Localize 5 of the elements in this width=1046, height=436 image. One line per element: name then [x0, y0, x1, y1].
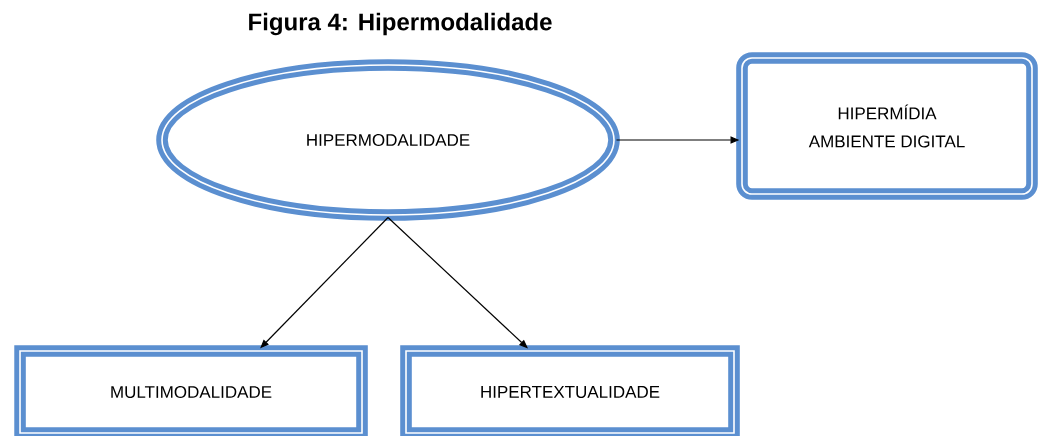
process-box: HIPERMÍDIA AMBIENTE DIGITAL: [736, 52, 1038, 200]
ellipse-node: HIPERMODALIDADE: [156, 59, 620, 221]
process-box: MULTIMODALIDADE: [14, 345, 368, 436]
title: Figura 4: Hipermodalidade: [249, 12, 552, 36]
process-box: HIPERTEXTUALIDADE: [400, 345, 740, 436]
